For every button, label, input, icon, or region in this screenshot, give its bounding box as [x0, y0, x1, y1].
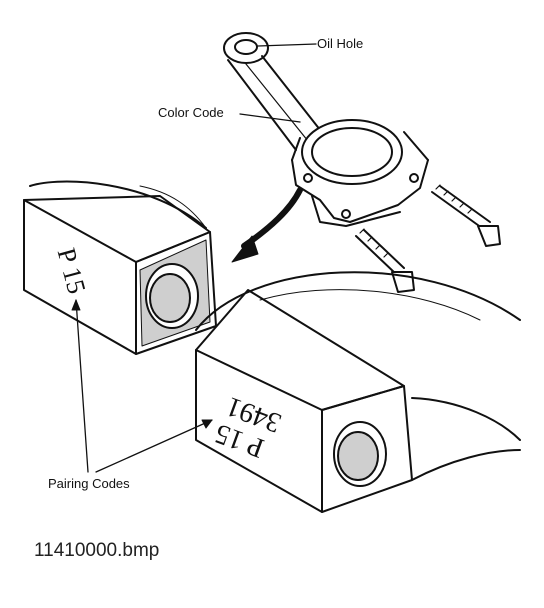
large-rod-cap — [23, 180, 217, 355]
rod-bolt — [431, 184, 501, 247]
pairing-leader-rod — [95, 419, 213, 473]
large-connecting-rod — [195, 271, 521, 513]
rod-bolt — [355, 228, 415, 293]
small-connecting-rod — [223, 32, 429, 227]
oil-hole-leader — [257, 43, 317, 47]
pairing-leader-cap — [75, 299, 89, 473]
image-filename-caption: 11410000.bmp — [34, 540, 160, 561]
pairing-codes-label: Pairing Codes — [48, 476, 130, 491]
oil-hole-label: Oil Hole — [317, 36, 364, 51]
color-code-label: Color Code — [158, 105, 224, 120]
oil-hole — [234, 39, 258, 55]
color-code-leader — [239, 113, 301, 123]
